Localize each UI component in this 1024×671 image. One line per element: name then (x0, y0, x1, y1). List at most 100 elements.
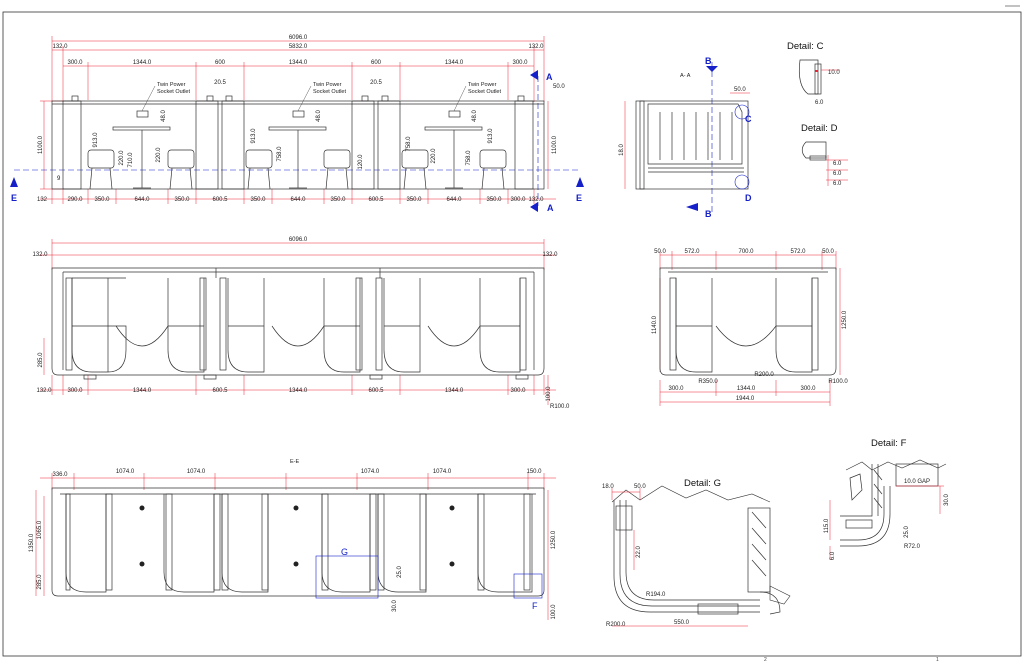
section-ee-view: E-E (29, 459, 557, 620)
plan-dim-end-left: 132.0 (32, 252, 48, 258)
plan-bottom-7: 300.0 (510, 388, 526, 394)
detail-g-dim-5: 550.0 (674, 620, 690, 626)
end-plan-view: 50.0 572.0 700.0 572.0 50.0 1140.0 1250.… (652, 249, 848, 406)
plan-right-r100: R100.0 (550, 404, 570, 410)
detail-g: Detail: G 18.0 50.0 22.0 R194.0 R200.0 5… (602, 478, 791, 628)
detail-g-callout: G (341, 547, 348, 557)
detail-d-dim-0: 6.0 (833, 161, 842, 167)
socket-label-1a: Twin Power (157, 82, 186, 88)
dim-bottom-1: 290.0 (67, 197, 83, 203)
detail-c-dim-6: 6.0 (815, 100, 824, 106)
page-mark-1: 1 (936, 657, 939, 663)
section-b-bottom: B (705, 209, 712, 219)
endplan-bottom-0: 300.0 (668, 386, 684, 392)
section-e-left: E (11, 193, 17, 203)
detail-d-dim-1: 6.0 (833, 171, 842, 177)
detail-f-callout: F (532, 601, 538, 611)
section-a-top: A (546, 72, 553, 82)
endplan-top-1: 572.0 (684, 249, 700, 255)
detail-c-dim-10: 10.0 (828, 70, 840, 76)
detail-d: Detail: D 6.0 6.0 6.0 (801, 123, 848, 187)
plan-bottom-4: 1344.0 (289, 388, 308, 394)
section-markers-elevation: E E A A (10, 70, 584, 213)
detail-f-dim-4: R72.0 (904, 544, 921, 550)
dim-overall: 6096.0 (289, 35, 308, 41)
dim-bottom-13: 300.0 (510, 197, 526, 203)
dim-48-b: 48.0 (316, 110, 322, 122)
detail-f-callout-box (513, 573, 543, 599)
detail-g-title: Detail: G (684, 478, 721, 489)
dim-height-left: 1100.0 (38, 135, 44, 154)
detail-f-dim-3: 25.0 (904, 526, 910, 538)
dim-bottom-12: 350.0 (486, 197, 502, 203)
detail-g-dim-4: R200.0 (606, 622, 626, 628)
plan-dim-left-height: 285.0 (38, 352, 44, 368)
endplan-height-right: 1250.0 (842, 310, 848, 329)
dim-top-2: 600 (215, 60, 226, 66)
dim-913-a: 913.0 (93, 132, 99, 148)
dim-bottom-0: 132 (37, 197, 48, 203)
dim-913-b: 913.0 (251, 128, 257, 144)
dim-bottom-6: 350.0 (250, 197, 266, 203)
socket-label-3a: Twin Power (468, 82, 497, 88)
dim-913-d: 913.0 (488, 128, 494, 144)
dim-120: 120.0 (358, 154, 364, 170)
dim-top-6: 300.0 (512, 60, 528, 66)
ee-left-1350: 1350.0 (29, 533, 35, 552)
plan-view: 6096.0 132.0 132.0 285.0 132.0 300.0 134… (32, 237, 570, 410)
dim-bottom-3: 644.0 (134, 197, 150, 203)
detail-g-dim-2: 22.0 (636, 546, 642, 558)
section-e-right: E (576, 193, 582, 203)
dim-bottom-7: 644.0 (290, 197, 306, 203)
endplan-bottom-4: 300.0 (800, 386, 816, 392)
detail-g-dim-0: 18.0 (602, 484, 614, 490)
dim-bottom-8: 350.0 (330, 197, 346, 203)
dim-50: 50.0 (553, 84, 565, 90)
detail-d-title: Detail: D (801, 123, 838, 134)
section-b-top: B (705, 56, 712, 66)
dim-bottom-9: 600.5 (368, 197, 384, 203)
plan-dim-overall: 6096.0 (289, 237, 308, 243)
plan-bottom-1: 300.0 (67, 388, 83, 394)
dim-710-a: 710.0 (128, 152, 134, 168)
dim-end-left: 132.0 (52, 44, 68, 50)
dim-48-c: 48.0 (472, 110, 478, 122)
dim-inner: 5832.0 (289, 44, 308, 50)
dim-end-right: 132.0 (528, 44, 544, 50)
section-a-bottom: A (547, 203, 554, 213)
endplan-top-2: 700.0 (738, 249, 754, 255)
dim-758-b: 758.0 (277, 146, 283, 162)
side-dim-18: 18.0 (619, 144, 625, 156)
ee-top-4: 1074.0 (433, 469, 452, 475)
dim-9: 9 (57, 176, 61, 182)
detail-f-dim-1: 30.0 (944, 494, 950, 506)
plan-bottom-2: 1344.0 (133, 388, 152, 394)
endplan-bottom-1: R350.0 (698, 379, 718, 385)
detail-f-dim-5: 6.0 (830, 551, 836, 560)
socket-label-2a: Twin Power (313, 82, 342, 88)
detail-c-title: Detail: C (787, 41, 824, 52)
endplan-top-0: 50.0 (654, 249, 666, 255)
dim-small-top-0: 20.5 (214, 80, 226, 86)
dim-220-c: 220.0 (431, 148, 437, 164)
ee-top-1: 1074.0 (116, 469, 135, 475)
detail-f: Detail: F 10.0 GAP 30.0 115.0 25.0 R72.0… (824, 438, 950, 560)
sheet-border (2, 11, 1022, 657)
plan-dim-end-right: 132.0 (542, 252, 558, 258)
socket-label-1b: Socket Outlet (157, 89, 190, 95)
dim-758-c: 758.0 (406, 136, 412, 152)
ee-inner-25: 25.0 (397, 566, 403, 578)
dim-top-0: 300.0 (67, 60, 83, 66)
dim-220-b: 220.0 (156, 147, 162, 163)
dim-top-3: 1344.0 (289, 60, 308, 66)
endplan-total: 1944.0 (736, 396, 755, 402)
section-d-mark: D (745, 193, 752, 203)
ee-top-0: 336.0 (52, 472, 68, 478)
ee-left-1065: 1065.0 (37, 520, 43, 539)
dim-bottom-4: 350.0 (174, 197, 190, 203)
side-dim-50: 50.0 (734, 87, 746, 93)
endplan-top-3: 572.0 (790, 249, 806, 255)
dim-top-1: 1344.0 (133, 60, 152, 66)
